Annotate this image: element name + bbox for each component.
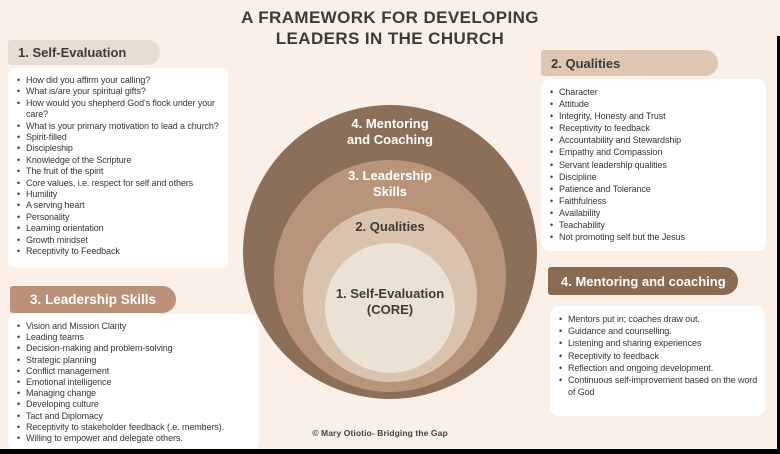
list-item: What is/are your spiritual gifts? <box>14 86 222 98</box>
ring-label-leadership-skills: 3. Leadership Skills <box>265 168 515 200</box>
card-self-evaluation: How did you affirm your calling?What is/… <box>8 68 228 268</box>
list-item: How would you shepherd God’s flock under… <box>14 98 222 121</box>
list-item: Knowledge of the Scripture <box>14 155 222 167</box>
leadership-skills-list: Vision and Mission ClarityLeading teamsD… <box>14 321 253 444</box>
list-item: Availability <box>547 207 760 219</box>
list-item: Servant leadership qualities <box>547 159 760 171</box>
list-item: Continuous self-improvement based on the… <box>556 374 759 398</box>
ring-self-evaluation-core <box>325 243 455 373</box>
page-title: A FRAMEWORK FOR DEVELOPING LEADERS IN TH… <box>0 7 780 49</box>
list-item: Listening and sharing experiences <box>556 337 759 349</box>
list-item: Receptivity to feedback <box>556 350 759 362</box>
ring-label-line: and Coaching <box>347 132 433 147</box>
credit-text: © Mary Otiotio- Bridging the Gap <box>312 428 448 438</box>
list-item: Receptivity to Feedback <box>14 246 222 258</box>
heading-label-qualities: 2. Qualities <box>551 55 621 71</box>
list-item: A serving heart <box>14 200 222 212</box>
list-item: Faithfulness <box>547 195 760 207</box>
list-item: Teachability <box>547 219 760 231</box>
card-leadership-skills: Vision and Mission ClarityLeading teamsD… <box>8 314 259 452</box>
list-item: Growth mindset <box>14 235 222 247</box>
list-item: Emotional intelligence <box>14 377 253 388</box>
heading-pill-self-evaluation: 1. Self-Evaluation <box>8 40 160 65</box>
ring-label-line: Skills <box>373 184 407 199</box>
ring-label-line: 1. Self-Evaluation <box>335 286 445 301</box>
list-item: Spirit-filled <box>14 132 222 144</box>
list-item: Reflection and ongoing development. <box>556 362 759 374</box>
list-item: Strategic planning <box>14 355 253 366</box>
list-item: Character <box>547 86 760 98</box>
ring-label-mentoring-and-coaching: 4. Mentoring and Coaching <box>265 116 515 148</box>
ring-label-self-evaluation-core: 1. Self-Evaluation (CORE) <box>265 286 515 318</box>
self-evaluation-list: How did you affirm your calling?What is/… <box>14 75 222 258</box>
right-border <box>777 36 780 454</box>
list-item: Empathy and Compassion <box>547 146 760 158</box>
heading-pill-mentoring-coaching: 4. Mentoring and coaching <box>548 267 738 295</box>
list-item: Humility <box>14 189 222 201</box>
list-item: The fruit of the spirit <box>14 166 222 178</box>
heading-pill-qualities: 2. Qualities <box>541 50 718 76</box>
list-item: Receptivity to feedback <box>547 122 760 134</box>
list-item: Guidance and counselling. <box>556 325 759 337</box>
page-title-line1: A FRAMEWORK FOR DEVELOPING <box>241 8 539 27</box>
list-item: Discipleship <box>14 143 222 155</box>
mentoring-coaching-list: Mentors put in; coaches draw out.Guidanc… <box>556 313 759 398</box>
list-item: Conflict management <box>14 366 253 377</box>
list-item: Managing change <box>14 388 253 399</box>
heading-pill-leadership-skills: 3. Leadership Skills <box>10 286 176 313</box>
list-item: Developing culture <box>14 399 253 410</box>
ring-label-line: (CORE) <box>366 302 414 317</box>
heading-label-leadership-skills: 3. Leadership Skills <box>29 292 157 307</box>
list-item: Accountability and Stewardship <box>547 134 760 146</box>
list-item: Vision and Mission Clarity <box>14 321 253 332</box>
list-item: Personality <box>14 212 222 224</box>
heading-label-self-evaluation: 1. Self-Evaluation <box>18 45 127 60</box>
list-item: Leading teams <box>14 332 253 343</box>
list-item: Learning orientation <box>14 223 222 235</box>
list-item: How did you affirm your calling? <box>14 75 222 87</box>
heading-label-mentoring-coaching: 4. Mentoring and coaching <box>561 273 726 289</box>
card-qualities: CharacterAttitudeIntegrity, Honesty and … <box>541 79 766 251</box>
list-item: Tact and Diplomacy <box>14 411 253 422</box>
list-item: Mentors put in; coaches draw out. <box>556 313 759 325</box>
list-item: Discipline <box>547 171 760 183</box>
list-item: Core values, i.e. respect for self and o… <box>14 178 222 190</box>
ring-label-line: 2. Qualities <box>355 219 425 234</box>
bottom-border <box>0 449 780 454</box>
list-item: Attitude <box>547 98 760 110</box>
list-item: Willing to empower and delegate others. <box>14 433 253 444</box>
list-item: Decision-making and problem-solving <box>14 343 253 354</box>
list-item: What is your primary motivation to lead … <box>14 121 222 133</box>
page-title-line2: LEADERS IN THE CHURCH <box>275 29 505 48</box>
list-item: Patience and Tolerance <box>547 183 760 195</box>
list-item: Not promoting self but the Jesus <box>547 231 760 243</box>
list-item: Integrity, Honesty and Trust <box>547 110 760 122</box>
ring-label-line: 4. Mentoring <box>351 116 429 131</box>
ring-label-line: 3. Leadership <box>348 168 432 183</box>
card-mentoring-coaching: Mentors put in; coaches draw out.Guidanc… <box>550 306 765 416</box>
ring-label-qualities: 2. Qualities <box>265 219 515 235</box>
qualities-list: CharacterAttitudeIntegrity, Honesty and … <box>547 86 760 243</box>
list-item: Receptivity to stakeholder feedback (.e.… <box>14 422 253 433</box>
